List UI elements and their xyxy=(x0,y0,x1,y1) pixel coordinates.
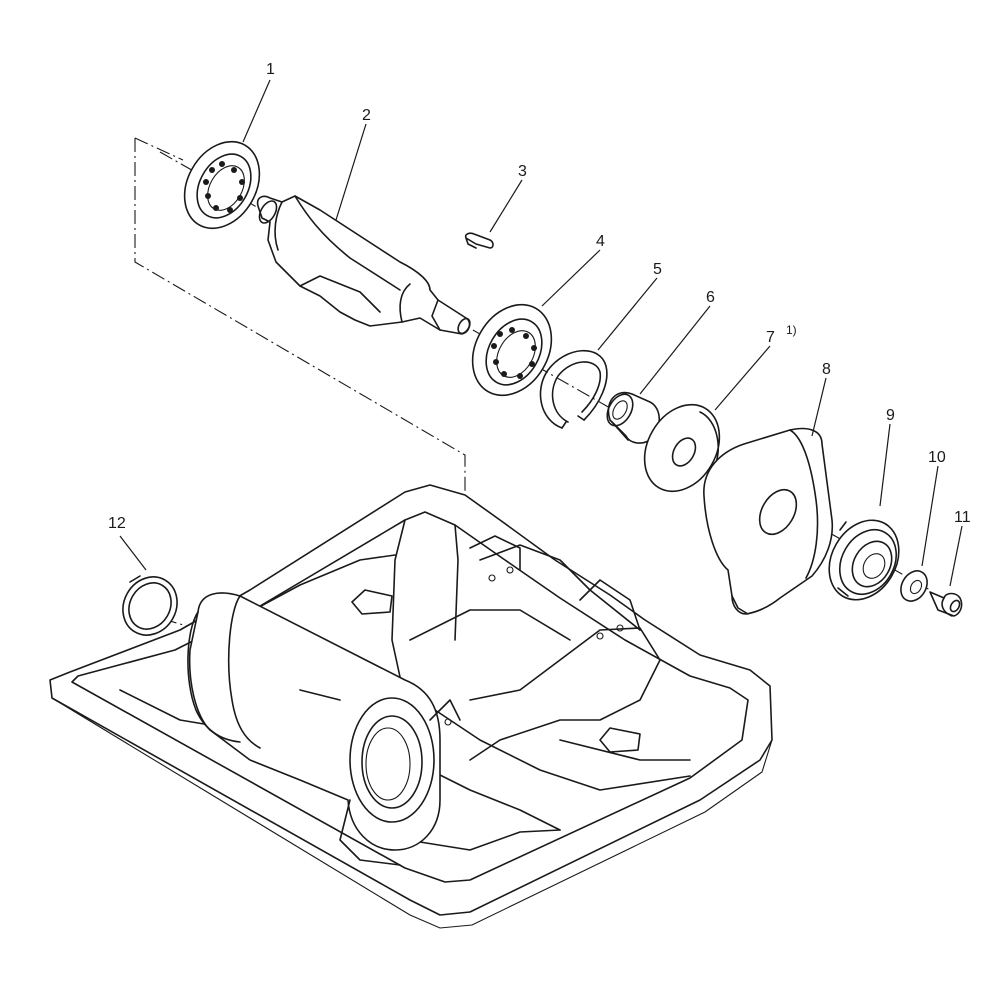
label-2: 2 xyxy=(362,107,371,124)
label-3: 3 xyxy=(518,163,527,180)
label-4: 4 xyxy=(596,233,605,250)
part-12-ring xyxy=(122,575,178,636)
leader-lines xyxy=(119,79,963,587)
part-4-bearing xyxy=(471,303,553,397)
part-labels: 1 2 3 4 5 6 7 1) 8 9 10 11 12 xyxy=(108,61,971,532)
part-3-key xyxy=(464,232,494,249)
footnote-marker: 1) xyxy=(786,323,797,337)
label-11: 11 xyxy=(954,509,971,526)
part-9-pulley xyxy=(828,519,900,601)
label-1: 1 xyxy=(266,61,275,78)
part-8-eccentric-weight xyxy=(703,427,834,615)
label-5: 5 xyxy=(653,261,662,278)
label-8: 8 xyxy=(822,361,831,378)
part-1-bearing xyxy=(183,140,261,230)
part-2-eccentric-shaft xyxy=(256,195,471,335)
part-10-washer xyxy=(900,570,928,602)
part-6-sleeve xyxy=(606,391,661,444)
label-6: 6 xyxy=(706,289,715,306)
part-5-circlip xyxy=(539,349,608,429)
label-10: 10 xyxy=(928,449,946,466)
label-12: 12 xyxy=(108,515,126,532)
part-7-disc xyxy=(643,403,721,493)
exciter-housing xyxy=(187,592,461,866)
label-9: 9 xyxy=(886,407,895,424)
part-11-screw xyxy=(929,591,963,617)
label-7: 7 xyxy=(766,329,775,346)
